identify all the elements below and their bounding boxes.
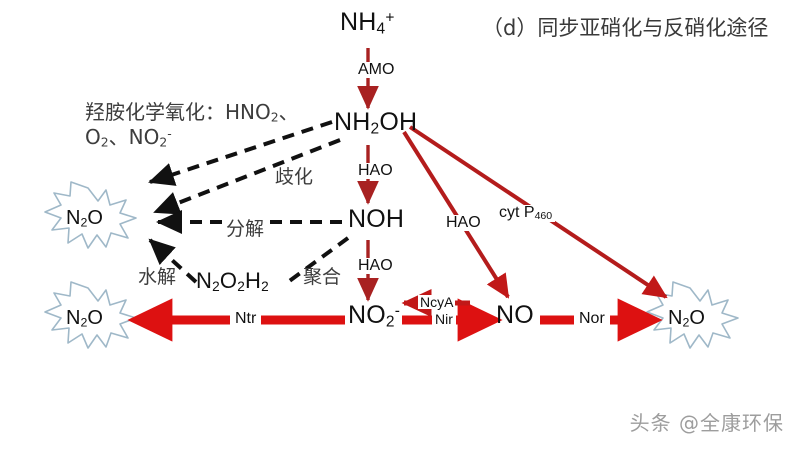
note-chemical-oxidation: 羟胺化学氧化：HNO2、 O2、NO2- (85, 100, 299, 150)
star-n2o-lower-n: N (66, 307, 81, 329)
enzyme-label-cyt-p460: cyt P460 (496, 204, 556, 223)
star-n2o-right-sub: 2 (682, 315, 690, 330)
cyt-p460-text: cyt P (499, 204, 535, 221)
species-n2o2h2-sub3: 2 (261, 279, 269, 294)
note-line1-sub: 2 (270, 109, 279, 125)
arrow-nh2oh-to-no-hao (402, 130, 510, 299)
star-n2o-upper-sub: 2 (80, 215, 88, 230)
note-line2-b-sup: - (167, 126, 172, 142)
species-n2o2h2-sub2: 2 (237, 279, 245, 294)
star-n2o-left-lower (44, 281, 137, 349)
enzyme-label-nor: Nor (574, 311, 610, 327)
process-label-disproportionation: 歧化 (273, 166, 316, 188)
species-n2o2h2-n: N (196, 268, 213, 293)
species-n2o2h2-h: H (244, 268, 262, 293)
species-nh2oh: NH2OH (334, 110, 417, 137)
note-line1-text: 羟胺化学氧化：HNO (85, 100, 271, 124)
note-line2-sep: 、NO (108, 125, 160, 150)
dashed-arrow-n2o2h2-to-n2o-hydrolysis (148, 238, 198, 284)
watermark: 头条 @全康环保 (629, 411, 784, 435)
dashed-arrow-noh-to-n2o2h2-polymerization (286, 236, 350, 284)
cyt-p460-sub: 460 (534, 210, 553, 223)
star-n2o-right-o: O (689, 307, 705, 329)
dashed-arrow-nh2oh-to-n2o-disproportionation (153, 138, 341, 215)
species-nh2oh-sub: 2 (370, 120, 380, 138)
enzyme-label-hao-diagonal: HAO (443, 215, 484, 231)
dashed-arrow-nh2oh-to-upper-left (148, 120, 333, 186)
enzyme-label-amo: AMO (355, 62, 398, 78)
species-nh4-sup: + (385, 9, 395, 27)
enzyme-label-nir: Nir (432, 312, 456, 326)
star-n2o-upper-n: N (66, 207, 81, 229)
species-nh4: NH4+ (340, 10, 395, 37)
species-no2-sub: 2 (385, 313, 395, 331)
figure-title: （d）同步亚硝化与反硝化途径 (482, 16, 769, 40)
species-nh4-text: NH (340, 8, 377, 36)
note-line1-tail: 、 (278, 100, 299, 124)
enzyme-label-ntr: Ntr (230, 311, 262, 327)
star-n2o-lower-o: O (87, 307, 103, 329)
enzyme-label-hao-1: HAO (355, 163, 396, 179)
process-label-hydrolysis: 水解 (138, 266, 177, 288)
note-line2-a: O (85, 125, 101, 150)
star-label-n2o-right: N2O (668, 307, 705, 330)
species-n2o2h2-sub1: 2 (212, 279, 220, 294)
species-no: NO (496, 301, 534, 329)
species-noh: NOH (348, 205, 405, 233)
star-label-n2o-left-upper: N2O (66, 207, 103, 230)
species-nh4-sub: 4 (376, 20, 386, 38)
star-n2o-lower-sub: 2 (80, 315, 88, 330)
species-nh2oh-tail: OH (379, 108, 418, 136)
note-line2-b-sub: 2 (159, 134, 168, 150)
species-n2o2h2-o: O (219, 268, 238, 293)
process-label-decomposition: 分解 (224, 218, 267, 240)
process-label-polymerization: 聚合 (303, 266, 342, 288)
star-n2o-upper-o: O (87, 207, 103, 229)
species-n2o2h2: N2O2H2 (196, 270, 269, 294)
species-no2: NO2- (348, 303, 400, 330)
enzyme-label-hao-2: HAO (355, 258, 396, 274)
star-n2o-right-n: N (668, 307, 683, 329)
species-no2-text: NO (348, 301, 386, 329)
enzyme-label-ncya: NcyA (418, 294, 456, 310)
species-no2-sup: - (394, 302, 401, 320)
star-n2o-left-upper (44, 181, 137, 249)
species-nh2oh-text: NH (334, 108, 371, 136)
star-label-n2o-left-lower: N2O (66, 307, 103, 330)
note-line2-a-sub: 2 (100, 134, 109, 150)
